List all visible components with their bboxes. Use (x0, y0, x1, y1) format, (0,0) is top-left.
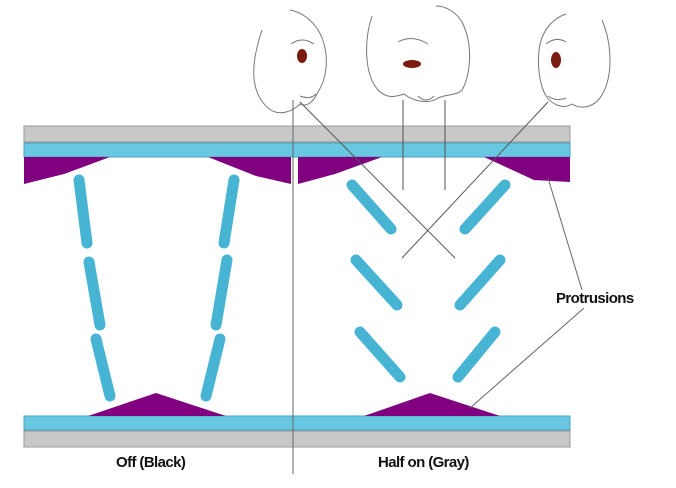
right-molecule-group (346, 179, 511, 383)
protrusion-top-left-a (24, 157, 110, 184)
lc-molecule (452, 326, 501, 383)
view-ray (299, 101, 456, 259)
view-ray (401, 101, 549, 259)
lc-molecule (350, 254, 403, 311)
lc-molecule (354, 326, 406, 383)
lc-molecule (200, 333, 226, 402)
off-black-label: Off (Black) (116, 454, 186, 471)
bottom-glass-plate (23, 430, 571, 448)
lc-molecule (346, 179, 397, 235)
lc-molecule (90, 333, 116, 402)
viewer-face-icon (253, 9, 327, 114)
bottom-electrode-layer (23, 415, 571, 431)
left-molecule-group (73, 174, 240, 402)
viewing-rays (299, 100, 549, 259)
protrusion-top-right-b (484, 157, 570, 182)
callout-line (469, 307, 585, 409)
lc-molecule (218, 174, 240, 249)
protrusion-bottom-right (364, 393, 500, 416)
protrusion-bottom-left (88, 393, 226, 416)
protrusions-label: Protrusions (556, 290, 634, 307)
lc-molecule (459, 179, 511, 235)
callout-line (547, 177, 583, 291)
lc-molecule (73, 174, 93, 249)
protrusion-top-right-a (298, 157, 382, 184)
protrusion-callout-lines (469, 177, 585, 409)
top-glass-plate (23, 125, 571, 143)
protrusion-top-left-b (208, 157, 291, 184)
lc-molecule (83, 256, 106, 331)
viewer-face-icon (537, 13, 611, 108)
top-electrode-layer (23, 142, 571, 158)
lc-molecule (454, 254, 506, 311)
lc-molecule (210, 254, 233, 331)
half-on-gray-label: Half on (Gray) (378, 454, 469, 471)
viewer-face-icon (366, 5, 471, 102)
